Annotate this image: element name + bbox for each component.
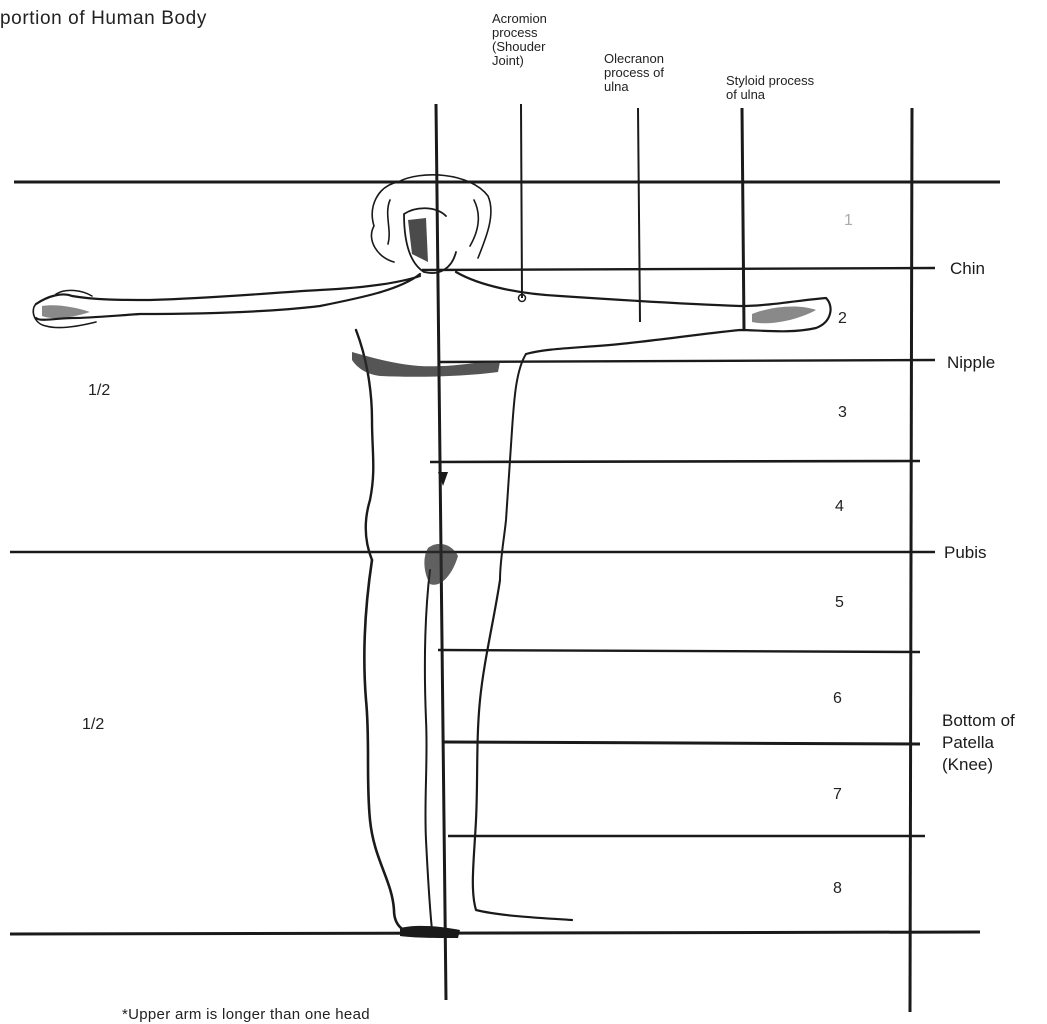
hair — [371, 175, 490, 262]
foot-shade — [400, 926, 460, 938]
left-arm — [36, 274, 420, 320]
head-number-6: 6 — [833, 690, 842, 708]
human-figure — [33, 175, 830, 938]
footnote: *Upper arm is longer than one head — [122, 1006, 370, 1023]
right-hand-shade — [752, 307, 816, 324]
acromion-pointer — [521, 104, 522, 298]
styloid-pointer — [742, 108, 744, 330]
left-hand-shade — [42, 305, 90, 318]
chin-line — [422, 268, 935, 270]
navel-line — [430, 461, 920, 462]
inner-leg — [425, 570, 432, 930]
head-number-5: 5 — [835, 594, 844, 612]
left-leg — [364, 560, 420, 934]
chin-label: Chin — [950, 258, 985, 280]
head-number-1: 1 — [844, 212, 853, 230]
ground-line — [10, 932, 980, 934]
lower-half-label: 1/2 — [82, 716, 104, 734]
nipple-label: Nipple — [947, 352, 995, 374]
pubis-label: Pubis — [944, 542, 987, 564]
styloid-label: Styloid process of ulna — [726, 74, 814, 102]
knee-line — [444, 742, 920, 744]
mid-thigh-line — [438, 650, 920, 652]
right-leg — [473, 580, 572, 920]
head-number-4: 4 — [835, 498, 844, 516]
pubic-shade — [424, 544, 458, 585]
olecranon-label: Olecranon process of ulna — [604, 52, 664, 94]
upper-half-label: 1/2 — [88, 382, 110, 400]
page-title: portion of Human Body — [0, 8, 207, 30]
vertical-lines — [436, 104, 912, 1012]
olecranon-pointer — [638, 108, 640, 322]
head-number-2: 2 — [838, 310, 847, 328]
right-measure-line — [910, 108, 912, 1012]
acromion-label: Acromion process (Shouder Joint) — [492, 12, 547, 68]
head-number-3: 3 — [838, 404, 847, 422]
chest-shade — [352, 352, 500, 377]
division-lines — [10, 182, 1000, 934]
torso-right — [500, 354, 526, 580]
head-number-7: 7 — [833, 786, 842, 804]
patella-label: Bottom of Patella (Knee) — [942, 710, 1015, 776]
nipple-line — [440, 360, 935, 362]
head-number-8: 8 — [833, 880, 842, 898]
